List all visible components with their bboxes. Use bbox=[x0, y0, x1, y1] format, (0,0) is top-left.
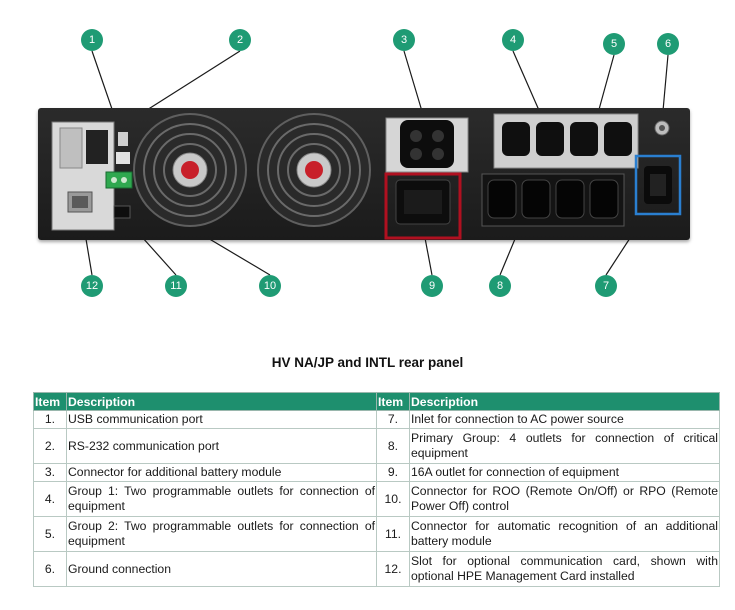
item-description-table: Item Description Item Description 1. USB… bbox=[33, 392, 720, 587]
header-description-left: Description bbox=[66, 392, 377, 411]
callout-1: 1 bbox=[81, 29, 103, 51]
callout-11: 11 bbox=[165, 275, 187, 297]
item-number: 4. bbox=[33, 481, 67, 517]
item-description: Group 1: Two programmable outlets for co… bbox=[66, 481, 377, 517]
callout-6: 6 bbox=[657, 33, 679, 55]
header-description-right: Description bbox=[409, 392, 720, 411]
item-description: Slot for optional communication card, sh… bbox=[409, 551, 720, 587]
item-number: 10. bbox=[376, 481, 410, 517]
table-row: 4. Group 1: Two programmable outlets for… bbox=[33, 481, 720, 517]
item-description: Ground connection bbox=[66, 551, 377, 587]
table-row: 3. Connector for additional battery modu… bbox=[33, 463, 720, 482]
item-description: Inlet for connection to AC power source bbox=[409, 410, 720, 429]
item-number: 3. bbox=[33, 463, 67, 482]
figure-caption: HV NA/JP and INTL rear panel bbox=[271, 355, 464, 370]
table-row: 5. Group 2: Two programmable outlets for… bbox=[33, 516, 720, 552]
ups-rear-panel-drawing bbox=[51, 113, 682, 240]
item-description: Connector for additional battery module bbox=[66, 463, 377, 482]
item-number: 12. bbox=[376, 551, 410, 587]
callout-8: 8 bbox=[489, 275, 511, 297]
table-row: 2. RS-232 communication port 8. Primary … bbox=[33, 428, 720, 464]
item-number: 11. bbox=[376, 516, 410, 552]
item-number: 7. bbox=[376, 410, 410, 429]
callout-5: 5 bbox=[603, 33, 625, 55]
callout-10: 10 bbox=[259, 275, 281, 297]
callout-3: 3 bbox=[393, 29, 415, 51]
rear-panel-figure: 1 2 3 4 5 6 7 8 9 10 11 12 bbox=[38, 29, 690, 297]
callout-12: 12 bbox=[81, 275, 103, 297]
header-item-right: Item bbox=[376, 392, 410, 411]
ups-chassis bbox=[38, 108, 690, 240]
callout-2: 2 bbox=[229, 29, 251, 51]
item-number: 5. bbox=[33, 516, 67, 552]
table-row: 1. USB communication port 7. Inlet for c… bbox=[33, 410, 720, 429]
header-item-left: Item bbox=[33, 392, 67, 411]
item-description: Primary Group: 4 outlets for connection … bbox=[409, 428, 720, 464]
item-description: RS-232 communication port bbox=[66, 428, 377, 464]
item-number: 9. bbox=[376, 463, 410, 482]
callout-9: 9 bbox=[421, 275, 443, 297]
callout-4: 4 bbox=[502, 29, 524, 51]
item-description: USB communication port bbox=[66, 410, 377, 429]
item-number: 1. bbox=[33, 410, 67, 429]
callout-7: 7 bbox=[595, 275, 617, 297]
item-description: Connector for automatic recognition of a… bbox=[409, 516, 720, 552]
table-header-row: Item Description Item Description bbox=[33, 392, 720, 411]
item-description: Group 2: Two programmable outlets for co… bbox=[66, 516, 377, 552]
item-number: 6. bbox=[33, 551, 67, 587]
item-description: 16A outlet for connection of equipment bbox=[409, 463, 720, 482]
item-number: 8. bbox=[376, 428, 410, 464]
item-number: 2. bbox=[33, 428, 67, 464]
item-description: Connector for ROO (Remote On/Off) or RPO… bbox=[409, 481, 720, 517]
table-row: 6. Ground connection 12. Slot for option… bbox=[33, 551, 720, 587]
